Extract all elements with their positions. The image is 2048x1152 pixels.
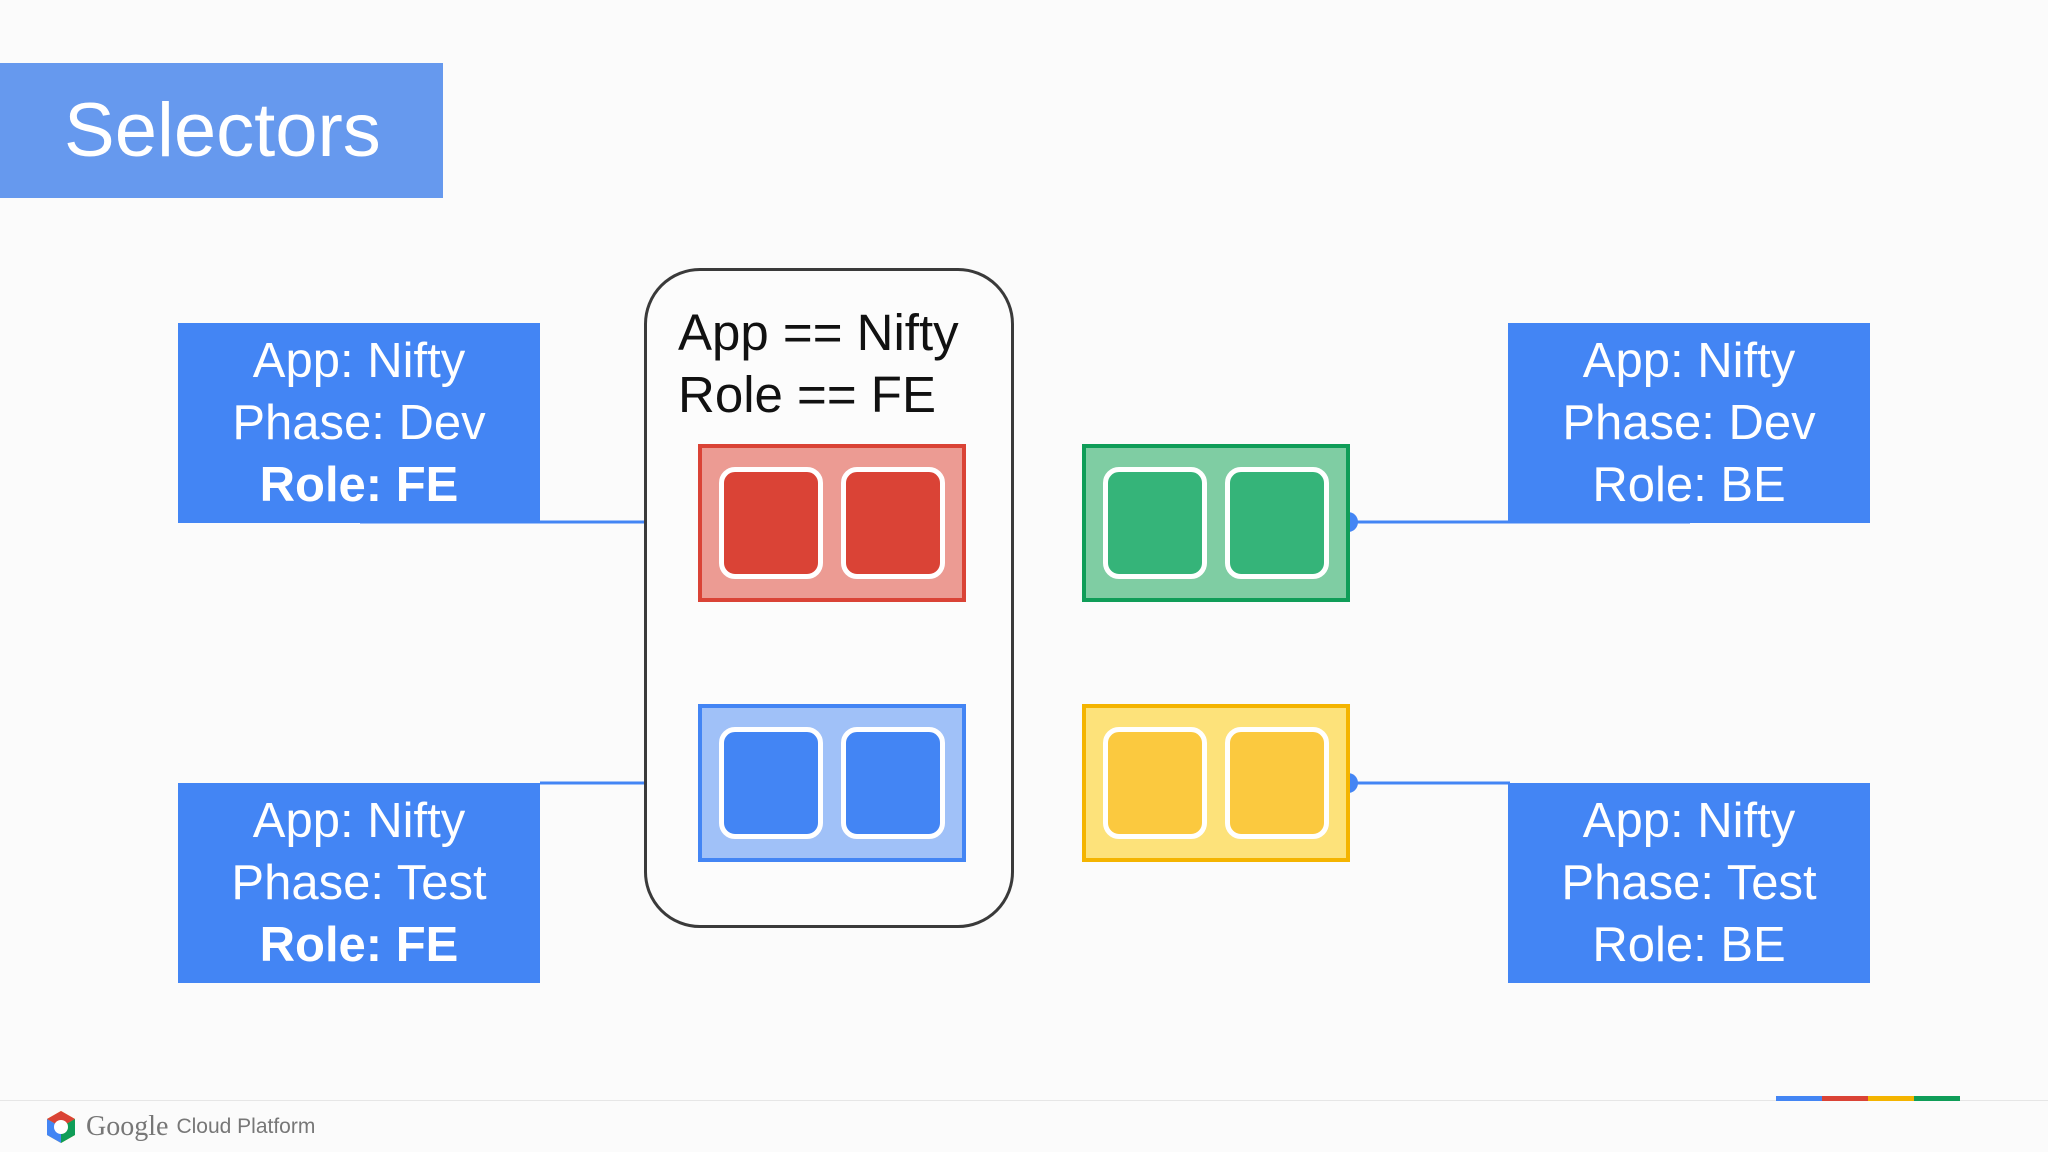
pod-group-red xyxy=(698,444,966,602)
slide-title: Selectors xyxy=(64,87,381,173)
pod xyxy=(1103,727,1208,839)
label-box-bottom-left: App: Nifty Phase: Test Role: FE xyxy=(178,783,540,983)
pod-group-yellow xyxy=(1082,704,1350,862)
pod xyxy=(1103,467,1208,579)
pod xyxy=(719,467,824,579)
cloud-platform-text: Cloud Platform xyxy=(176,1115,316,1138)
label-role: Role: BE xyxy=(1592,918,1786,972)
selector-line-app: App == Nifty xyxy=(678,304,959,361)
brand-strip-yellow xyxy=(1868,1096,1914,1101)
label-phase: Phase: Test xyxy=(1561,856,1817,910)
label-role: Role: FE xyxy=(259,458,459,512)
label-box-bottom-right: App: Nifty Phase: Test Role: BE xyxy=(1508,783,1870,983)
title-banner: Selectors xyxy=(0,63,443,198)
brand-strip-blue xyxy=(1776,1096,1822,1101)
pod-group-green xyxy=(1082,444,1350,602)
selector-line-role: Role == FE xyxy=(678,366,936,423)
label-box-top-left: App: Nifty Phase: Dev Role: FE xyxy=(178,323,540,523)
pod xyxy=(719,727,824,839)
footer-divider xyxy=(0,1100,2048,1101)
pod xyxy=(840,727,945,839)
label-phase: Phase: Test xyxy=(231,856,487,910)
label-box-top-right: App: Nifty Phase: Dev Role: BE xyxy=(1508,323,1870,523)
label-app: App: Nifty xyxy=(1582,794,1796,848)
label-app: App: Nifty xyxy=(252,794,466,848)
pod xyxy=(840,467,945,579)
label-role: Role: FE xyxy=(259,918,459,972)
brand-strip-green xyxy=(1914,1096,1960,1101)
label-phase: Phase: Dev xyxy=(232,396,486,450)
google-cloud-logo: Google Cloud Platform xyxy=(44,1110,315,1144)
label-app: App: Nifty xyxy=(1582,334,1796,388)
label-app: App: Nifty xyxy=(252,334,466,388)
pod xyxy=(1224,467,1329,579)
label-phase: Phase: Dev xyxy=(1562,396,1816,450)
pod-group-blue xyxy=(698,704,966,862)
selector-expression: App == Nifty Role == FE xyxy=(678,302,959,426)
google-wordmark: Google xyxy=(86,1111,169,1142)
brand-strip-red xyxy=(1822,1096,1868,1101)
pod xyxy=(1224,727,1329,839)
label-role: Role: BE xyxy=(1592,458,1786,512)
cloud-platform-hexagon-icon xyxy=(47,1111,75,1143)
